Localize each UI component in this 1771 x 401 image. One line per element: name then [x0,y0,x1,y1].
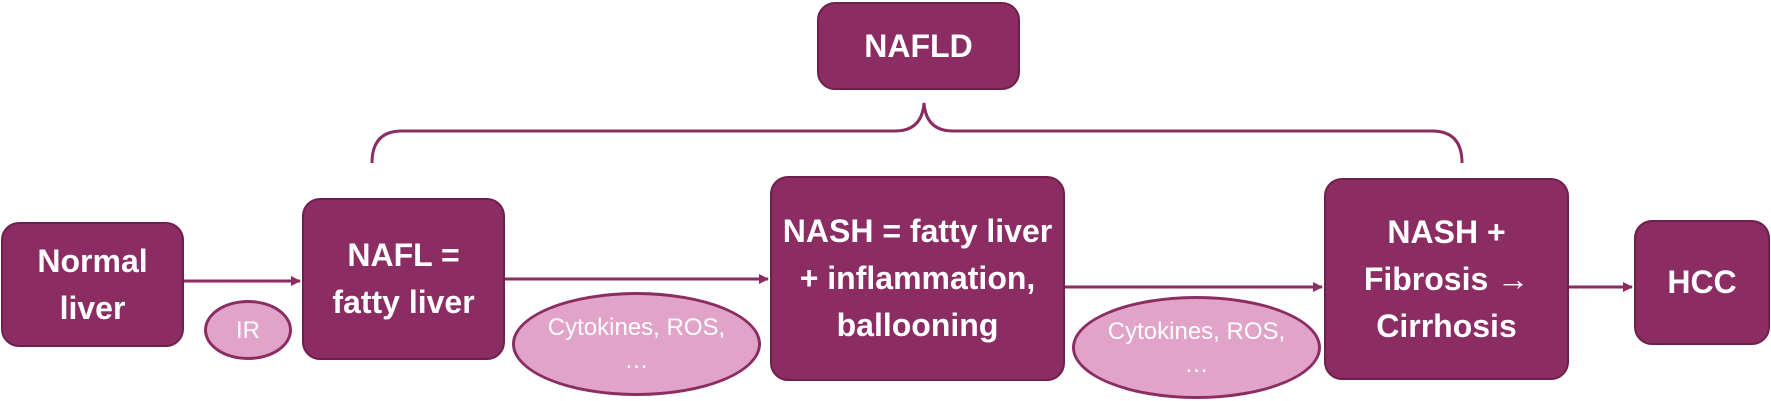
stage-normal-liver: Normal liver [1,222,184,347]
stage-nash-fibrosis: NASH + Fibrosis → Cirrhosis [1324,178,1569,380]
driver-cytokines-2: Cytokines, ROS, … [1072,296,1321,399]
driver-cytokines-2-label: Cytokines, ROS, … [1107,317,1286,378]
nafld-brace [370,102,1464,164]
stage-hcc: HCC [1634,220,1770,345]
driver-ir-label: IR [236,316,260,344]
nafld-label: NAFLD [864,27,973,64]
driver-ir: IR [204,300,292,360]
driver-cytokines-1-label: Cytokines, ROS, … [547,314,726,374]
stage-nash: NASH = fatty liver + inflammation, ballo… [770,176,1065,381]
stage-normal-liver-label: Normal liver [37,242,148,326]
stage-nafl-label: NAFL = fatty liver [332,237,475,320]
stage-hcc-label: HCC [1667,264,1737,300]
nafld-label-box: NAFLD [817,2,1020,90]
stage-nafl: NAFL = fatty liver [302,198,505,360]
stage-nash-fibrosis-label: NASH + Fibrosis → Cirrhosis [1363,213,1530,344]
driver-cytokines-1: Cytokines, ROS, … [512,292,761,396]
stage-nash-label: NASH = fatty liver + inflammation, ballo… [782,213,1053,343]
